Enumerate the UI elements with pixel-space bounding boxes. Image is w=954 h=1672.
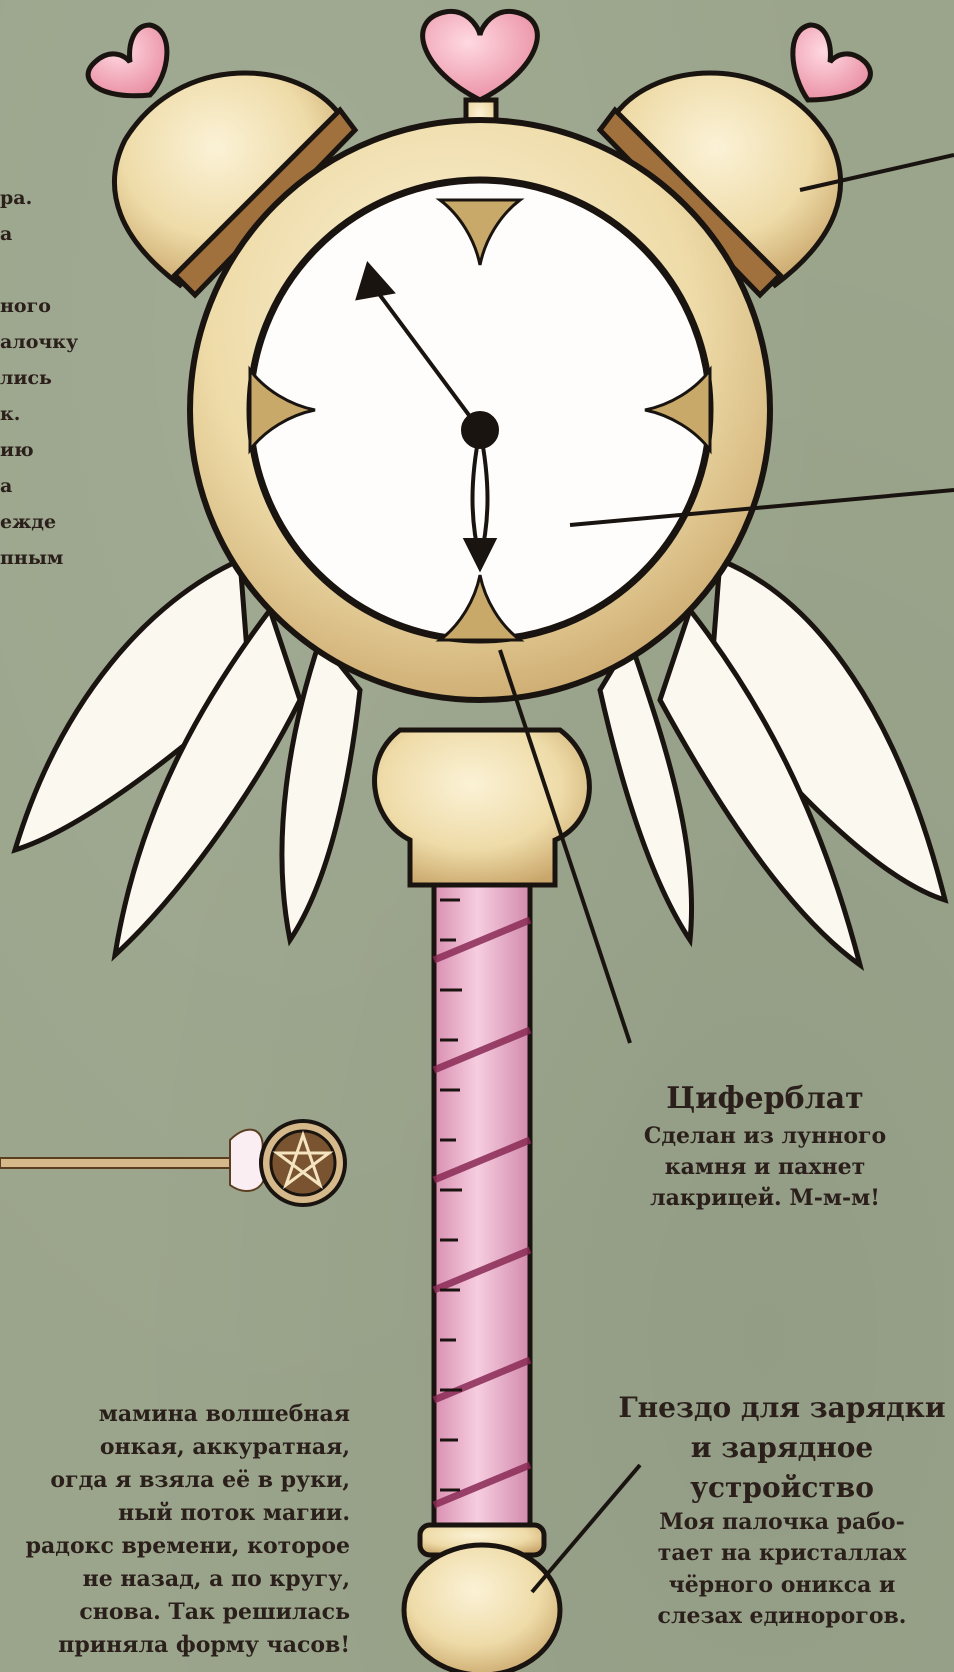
bottom-left-line: приняла форму часов! xyxy=(0,1629,350,1662)
neck xyxy=(375,730,590,885)
handle xyxy=(434,880,530,1530)
left-line: ежде xyxy=(0,504,110,540)
charging-callout-title: Гнездо для зарядки xyxy=(610,1388,954,1428)
mini-wand-icon xyxy=(0,1121,345,1205)
left-line: а xyxy=(0,216,110,252)
left-line: ию xyxy=(0,432,110,468)
bottom-left-line: ный поток магии. xyxy=(0,1497,350,1530)
dial-callout-line: Сделан из лунного xyxy=(610,1121,920,1152)
clock-body xyxy=(190,120,770,700)
dial-callout: Циферблат Сделан из лунного камня и пахн… xyxy=(610,1078,920,1214)
left-line xyxy=(0,252,110,288)
bottom-knob xyxy=(404,1525,560,1672)
left-line: а xyxy=(0,468,110,504)
left-line: ра. xyxy=(0,180,110,216)
charging-callout-line: тает на кристаллах xyxy=(610,1538,954,1569)
bottom-left-line: мамина волшебная xyxy=(0,1398,350,1431)
charging-callout-line: чёрного оникса и xyxy=(610,1570,954,1601)
bottom-left-line: радокс времени, которое xyxy=(0,1530,350,1563)
charging-callout-title: устройство xyxy=(610,1468,954,1508)
dial-callout-line: лакрицей. М-м-м! xyxy=(610,1183,920,1214)
heart-icon xyxy=(423,11,538,100)
left-line: к. xyxy=(0,396,110,432)
bottom-left-line: огда я взяла её в руки, xyxy=(0,1464,350,1497)
bottom-left-line: онкая, аккуратная, xyxy=(0,1431,350,1464)
heart-icon xyxy=(88,25,167,96)
charging-callout: Гнездо для зарядки и зарядное устройство… xyxy=(610,1388,954,1632)
left-line: алочку xyxy=(0,324,110,360)
bottom-left-line: не назад, а по кругу, xyxy=(0,1563,350,1596)
bottom-left-cut-paragraph: мамина волшебная онкая, аккуратная, огда… xyxy=(0,1398,350,1662)
dial-callout-line: камня и пахнет xyxy=(610,1152,920,1183)
charging-callout-title: и зарядное xyxy=(610,1428,954,1468)
heart-icon xyxy=(793,25,871,100)
left-line: ного xyxy=(0,288,110,324)
left-line: лись xyxy=(0,360,110,396)
bottom-left-line: снова. Так решилась xyxy=(0,1596,350,1629)
charging-callout-line: слезах единорогов. xyxy=(610,1601,954,1632)
left-line: пным xyxy=(0,540,110,576)
charging-callout-line: Моя палочка рабо- xyxy=(610,1507,954,1538)
left-cut-paragraph: ра. а ного алочку лись к. ию а ежде пным xyxy=(0,180,110,576)
dial-callout-title: Циферблат xyxy=(610,1078,920,1121)
